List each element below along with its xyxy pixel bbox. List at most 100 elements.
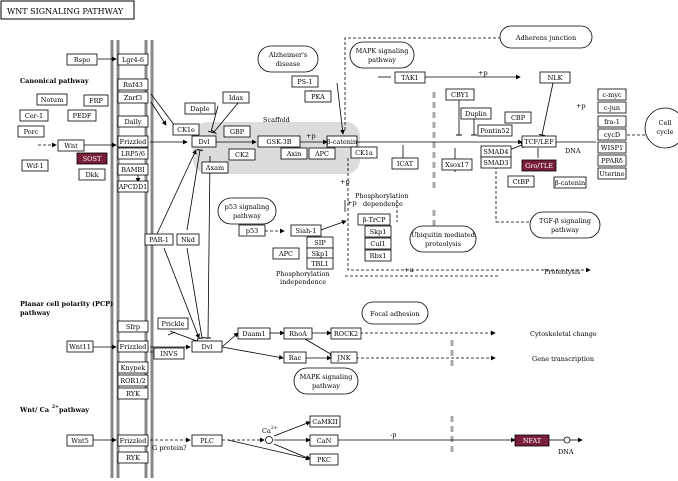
gene-smad4[interactable]: SMAD4 [480,145,512,158]
gene-wnt11[interactable]: Wnt11 [66,340,94,353]
gene-smad3[interactable]: SMAD3 [480,156,512,169]
gene-tcflef[interactable]: TCF/LEF [521,135,557,148]
gene-can[interactable]: CaN [309,434,339,447]
gene-cul1[interactable]: Cul1 [364,237,392,250]
gene-lgr46[interactable]: Lgr4-6 [117,53,149,66]
gene-gsk3b[interactable]: GSK-3B [257,135,301,148]
gene-prickle[interactable]: Prickle [157,317,189,330]
gene-grotle[interactable]: Gro/TLE [521,159,557,172]
gene-znrf3[interactable]: Znrf3 [117,91,149,104]
gene-tak1[interactable]: TAK1 [394,71,426,84]
gene-frp[interactable]: FRP [83,94,109,107]
gene-ror12[interactable]: ROR1/2 [117,374,149,387]
gene-camkii[interactable]: CaMKII [309,415,341,428]
gene-dvl1[interactable]: Dvl [191,135,217,148]
gene-rspo[interactable]: Rspo [66,53,98,66]
gene-p53[interactable]: p53 [238,224,266,237]
gene-ck2[interactable]: CK2 [228,148,256,161]
gene-bcat1[interactable]: β-catenin [326,135,358,148]
gene-cycd[interactable]: cycD [597,128,627,141]
pathway-mapk-1[interactable]: MAPK signaling pathway [349,41,415,69]
gene-notum[interactable]: Notum [36,93,68,106]
gene-axam[interactable]: Axam [201,161,229,174]
gene-cmyc[interactable]: c-myc [597,88,627,101]
gene-par1[interactable]: PAR-1 [144,233,174,246]
pathway-tgfb[interactable]: TGF-β signaling pathway [529,211,601,239]
gene-frizzled2[interactable]: Frizzled [117,340,149,353]
gene-cer1[interactable]: Cer-1 [19,109,49,122]
gene-ps1[interactable]: PS-1 [291,75,319,88]
gene-rbx1[interactable]: Rbx1 [364,249,392,262]
gene-pkc[interactable]: PKC [309,453,339,466]
gene-sip[interactable]: SIP [306,236,334,249]
svg-text:MAPK signaling: MAPK signaling [300,373,353,381]
gene-wisp1[interactable]: WISP1 [597,141,627,154]
gene-box [306,257,334,270]
gene-skp1b[interactable]: Skp1 [364,225,392,238]
gene-ryk2[interactable]: RYK [117,451,149,464]
gene-ck1e[interactable]: CK1e [172,123,200,136]
gene-label: Gro/TLE [525,162,553,170]
gene-jnk[interactable]: JNK [330,351,358,364]
gene-pedf[interactable]: PEDF [67,109,97,122]
gene-fra1[interactable]: fra-1 [597,115,627,128]
gene-daple[interactable]: Daple [184,102,216,115]
pathway-mapk-2[interactable]: MAPK signaling pathway [293,367,359,395]
gene-apc2[interactable]: APC [272,247,300,260]
gene-wnt[interactable]: Wnt [57,139,85,152]
pathway-cell-cycle[interactable]: Cell cycle [644,107,678,149]
gene-frizzled1[interactable]: Frizzled [117,135,149,148]
gene-cbp[interactable]: CBP [504,111,532,124]
gene-knypek[interactable]: Knypek [117,361,149,374]
gene-dvl2[interactable]: Dvl [191,340,223,353]
gene-apcdd1[interactable]: APCDD1 [117,180,149,193]
gene-plc[interactable]: PLC [191,434,223,447]
gene-duplin[interactable]: Duplin [460,107,492,120]
gene-pka[interactable]: PKA [304,90,332,103]
gene-label: Frizzled [120,343,147,351]
pathway-ubiquitin[interactable]: Ubiquitin mediated proteolysis [409,225,477,253]
gene-frizzled3[interactable]: Frizzled [117,434,149,447]
gene-bcat2[interactable]: β-catenin [553,176,587,189]
gene-bami[interactable]: BAMBI [117,163,149,176]
pathway-adherens[interactable]: Adherens junction [499,25,593,49]
gene-siah1[interactable]: Siah-1 [290,224,322,237]
gene-rhoa[interactable]: RhoA [283,327,313,340]
gene-nfat[interactable]: NFAT [514,434,550,447]
gene-uterine[interactable]: Uterine [597,167,627,180]
gene-icat[interactable]: ICAT [391,157,419,170]
gene-tbl1[interactable]: TBL1 [306,257,334,270]
gene-cby1[interactable]: CBY1 [445,88,475,101]
gene-idax[interactable]: Idax [222,91,250,104]
gene-btrcp[interactable]: β-TrCP [357,213,391,226]
gene-nkd[interactable]: Nkd [176,233,200,246]
gene-daam1[interactable]: Daam1 [237,327,271,340]
gene-pontin52[interactable]: Pontin52 [477,124,513,137]
gene-rock2[interactable]: ROCK2 [330,327,362,340]
gene-cjun[interactable]: c-jun [597,101,627,114]
gene-dkk[interactable]: Dkk [78,168,106,181]
gene-wif1[interactable]: Wif-1 [21,159,49,172]
gene-sost[interactable]: SOST [76,152,108,165]
gene-wnt5[interactable]: Wnt5 [66,434,94,447]
gene-invs[interactable]: INVS [153,347,185,360]
gene-ryk1[interactable]: RYK [117,387,149,400]
gene-apc1[interactable]: APC [308,147,336,160]
gene-gbp[interactable]: GBP [223,125,251,138]
gene-ctbp[interactable]: CtBP [507,175,535,188]
gene-lrp56[interactable]: LRP5/6 [117,147,149,160]
gene-ck1a[interactable]: CK1a [350,146,378,159]
gene-rac[interactable]: Rac [283,351,307,364]
gene-dally[interactable]: Dally [117,115,149,128]
gene-rnf43[interactable]: Rnf43 [117,78,149,91]
pathway-focal[interactable]: Focal adhesion [361,301,429,325]
gene-porc[interactable]: Porc [17,125,45,138]
pathway-alzheimer[interactable]: Alzheimer's disease [257,45,319,73]
gene-nlk[interactable]: NLK [539,71,571,84]
gene-skp1a[interactable]: Skp1 [306,247,334,260]
gene-sfrp[interactable]: Sfrp [117,320,149,333]
gene-ppard[interactable]: PPARδ [597,154,627,167]
pathway-p53[interactable]: p53 signaling pathway [217,197,277,225]
gene-xsox17[interactable]: Xsox17 [441,158,473,171]
gene-axin[interactable]: Axin [280,147,308,160]
